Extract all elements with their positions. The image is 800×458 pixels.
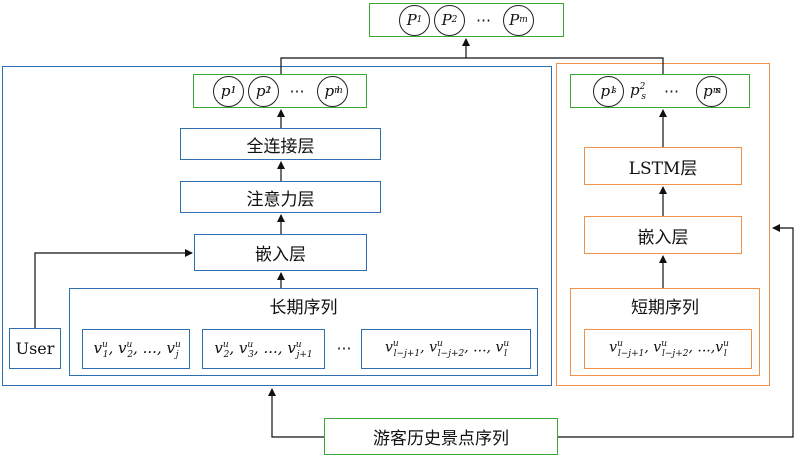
- long-term-sequence-box: [69, 288, 538, 376]
- arrow-user-to-embedding: [34, 249, 193, 328]
- arrow-input-to-long-branch: [268, 388, 324, 438]
- long-seq-window-1: vu1, vu2, ..., vuj: [82, 329, 190, 369]
- long-output-ellipsis: ⋯: [289, 82, 306, 100]
- short-seq-window: vul−j+1, vul−j+2, ...,vul: [584, 329, 752, 369]
- long-seq-window-3: vul−j+1, vul−j+2, ..., vul: [361, 329, 531, 369]
- long-embedding-layer: 嵌入层: [194, 234, 367, 271]
- short-output-ellipsis: ⋯: [663, 82, 680, 100]
- user-box: User: [9, 328, 61, 369]
- short-term-sequence-box: [570, 288, 760, 376]
- lstm-layer: LSTM层: [584, 147, 742, 185]
- connector-short-to-merge: [466, 57, 664, 74]
- long-term-branch-frame: [2, 66, 552, 386]
- fully-connected-layer: 全连接层: [180, 128, 381, 160]
- long-seq-window-2: vu2, vu3, ..., vuj+1: [202, 329, 325, 369]
- attention-layer: 注意力层: [180, 181, 381, 213]
- short-output-p2: p2s: [630, 80, 646, 102]
- tourist-history-sequence-box: 游客历史景点序列: [324, 418, 558, 455]
- arrow-input-to-short-branch: [558, 224, 794, 438]
- short-term-sequence-title: 短期序列: [631, 297, 699, 318]
- final-output-ellipsis: ⋯: [476, 11, 492, 29]
- connector-long-to-merge: [280, 57, 466, 74]
- long-seq-between-ellipsis: ⋯: [336, 339, 352, 357]
- long-term-sequence-title: 长期序列: [269, 297, 338, 318]
- short-embedding-layer: 嵌入层: [584, 216, 742, 254]
